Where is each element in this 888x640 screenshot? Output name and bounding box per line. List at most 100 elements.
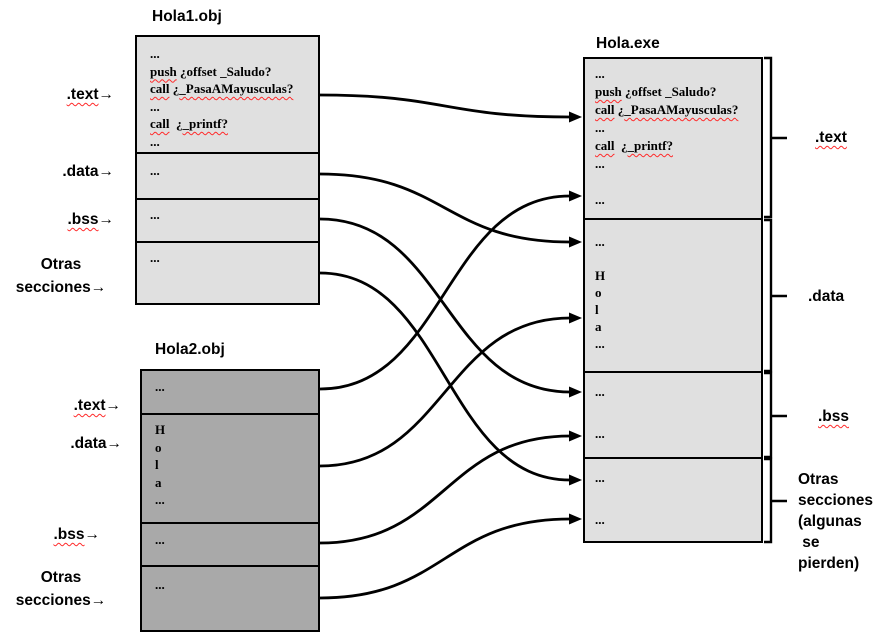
- code-token: ...: [150, 98, 160, 114]
- exe-section-text: ...push ¿offset _Saludo?call ¿_PasaAMayu…: [585, 59, 761, 218]
- code-line: a: [155, 474, 318, 492]
- misspelled-token: call: [595, 102, 615, 117]
- misspelled-token: push: [150, 63, 177, 79]
- code-token: ...: [595, 192, 605, 207]
- label-text: pierden): [798, 555, 860, 572]
- code-line: ...: [150, 249, 318, 267]
- code-line: call ¿_printf?: [150, 115, 318, 133]
- hola2-text-label: .text→: [74, 397, 121, 415]
- code-line: push ¿offset _Saludo?: [595, 83, 761, 101]
- arrow-hola1-otras-to-exe-otras: [319, 271, 582, 486]
- code-line: ...: [155, 531, 318, 549]
- exe-box: ...push ¿offset _Saludo?call ¿_PasaAMayu…: [583, 57, 763, 543]
- hola2-title: Hola2.obj: [155, 341, 225, 358]
- code-token: l: [595, 302, 599, 317]
- code-line: ...: [595, 423, 761, 444]
- code-line: a: [595, 318, 761, 335]
- code-line: call ¿_printf?: [595, 137, 761, 155]
- code-line: ...: [595, 381, 761, 402]
- right-arrow-glyph: →: [90, 279, 107, 296]
- label-line: .text→: [74, 397, 121, 415]
- code-line: [595, 173, 761, 191]
- code-line: call ¿_PasaAMayusculas?: [595, 101, 761, 119]
- arrow-hola1-text-to-exe-text: [319, 93, 582, 123]
- misspelled-token: call: [150, 81, 170, 96]
- code-token: ...: [150, 133, 160, 149]
- exe-section-bss: ... ...: [585, 371, 761, 457]
- code-line: [595, 488, 761, 509]
- hola1-data-label: .data→: [62, 163, 114, 181]
- code-line: ...: [595, 509, 761, 530]
- exe-data-label: .data: [808, 288, 844, 306]
- code-token: H: [155, 422, 166, 437]
- misspelled-token: call: [150, 116, 170, 131]
- code-token: ¿offset _Saludo?: [621, 84, 717, 99]
- exe-text-label: .text: [815, 129, 847, 147]
- label-text: Otras: [40, 569, 82, 586]
- label-text: .data: [70, 435, 107, 452]
- hola1-title: Hola1.obj: [152, 8, 222, 25]
- misspelled-token: _PasaAMayusculas?: [624, 102, 739, 117]
- code-token: ...: [595, 470, 605, 485]
- label-line: .bss: [818, 408, 849, 426]
- label-text: .text: [73, 397, 106, 414]
- hola1-section-text: ...push ¿offset _Saludo?call ¿_PasaAMayu…: [137, 37, 318, 152]
- code-token: ...: [155, 577, 165, 592]
- label-text: .bss: [53, 526, 85, 543]
- label-line: .bss→: [53, 526, 100, 544]
- code-token: ¿: [614, 102, 625, 117]
- hola1-box: ...push ¿offset _Saludo?call ¿_PasaAMayu…: [135, 35, 320, 305]
- code-token: ¿offset _Saludo?: [176, 63, 272, 79]
- label-text: .bss: [818, 408, 850, 425]
- label-text: .bss: [67, 211, 99, 228]
- arrow-hola2-text-to-exe-text: [319, 190, 582, 391]
- hola2-data-label: .data→: [70, 435, 122, 453]
- label-text: (algunas: [798, 513, 862, 530]
- code-line: push ¿offset _Saludo?: [150, 63, 318, 81]
- code-line: H: [155, 421, 318, 439]
- label-text: .data: [62, 163, 99, 180]
- label-text: secciones: [798, 492, 873, 509]
- label-line: Otras: [798, 469, 873, 490]
- misspelled-token: _printf?: [627, 138, 674, 153]
- hola2-bss-label: .bss→: [53, 526, 100, 544]
- code-token: o: [155, 439, 162, 455]
- label-line: .bss→: [67, 211, 114, 229]
- label-line: .text→: [67, 86, 114, 104]
- hola1-otras-label: Otras secciones→: [0, 253, 141, 299]
- code-token: ...: [155, 379, 165, 394]
- code-token: ...: [150, 207, 160, 222]
- code-line: ...: [595, 155, 761, 173]
- code-token: ...: [150, 46, 160, 61]
- label-line: (algunas: [798, 511, 873, 532]
- hola1-bss-label: .bss→: [67, 211, 114, 229]
- code-line: ...: [595, 65, 761, 83]
- code-line: ...: [595, 335, 761, 352]
- label-line: secciones→: [0, 276, 141, 299]
- code-token: ...: [155, 492, 165, 507]
- code-token: ¿: [614, 138, 628, 153]
- label-line: pierden): [798, 553, 873, 574]
- misspelled-token: _printf?: [182, 116, 229, 131]
- code-line: ...: [155, 576, 318, 594]
- right-arrow-glyph: →: [106, 435, 123, 452]
- code-line: o: [595, 284, 761, 301]
- label-text: secciones: [15, 279, 91, 296]
- code-token: o: [595, 285, 602, 300]
- code-line: ...: [155, 491, 318, 509]
- code-line: l: [595, 301, 761, 318]
- hola1-section-data: ...: [137, 152, 318, 198]
- code-line: l: [155, 456, 318, 474]
- hola2-section-text: ...: [142, 371, 318, 413]
- label-text: Otras: [40, 256, 82, 273]
- code-token: ...: [595, 66, 605, 81]
- label-line: .data→: [62, 163, 114, 181]
- hola1-text-label: .text→: [67, 86, 114, 104]
- right-arrow-glyph: →: [90, 592, 107, 609]
